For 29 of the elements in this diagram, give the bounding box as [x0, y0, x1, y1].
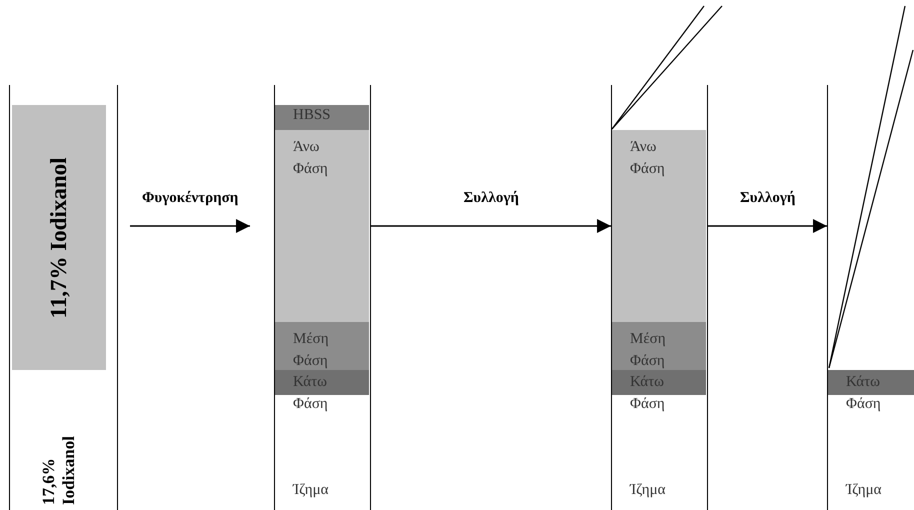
test-tube	[9, 85, 118, 510]
layer-label: Άνω Φάση	[293, 138, 329, 179]
layer-band	[612, 130, 706, 322]
layer-label: 17,6% Iodixanol	[39, 435, 79, 505]
layer-band	[275, 322, 369, 370]
edge-label: Συλλογή	[740, 190, 796, 207]
layer-label: Ίζημα	[630, 481, 667, 500]
layer-label: Μέση Φάση	[630, 330, 667, 371]
layer-label: Κάτω Φάση	[293, 373, 329, 414]
layer-label: 11,7% Iodixanol	[49, 156, 69, 318]
layer-label: Ίζημα	[846, 481, 883, 500]
layer-label: Ίζημα	[293, 481, 330, 500]
test-tube	[274, 85, 371, 510]
layer-label: HBSS	[293, 106, 332, 125]
layer-band	[612, 322, 706, 370]
arrow	[371, 219, 611, 233]
layer-band	[275, 130, 369, 322]
layer-label: Μέση Φάση	[293, 330, 330, 371]
test-tube	[611, 85, 708, 510]
layer-label: Κάτω Φάση	[846, 373, 882, 414]
edge-label: Φυγοκέντρηση	[142, 190, 238, 207]
arrow	[708, 219, 827, 233]
layer-label: Κάτω Φάση	[630, 373, 666, 414]
edge-label: Συλλογή	[464, 190, 519, 207]
layer-band	[275, 105, 369, 130]
gradient-layer	[12, 105, 106, 370]
arrow	[130, 219, 250, 233]
layer-label: Άνω Φάση	[630, 138, 666, 179]
test-tube	[827, 85, 914, 510]
